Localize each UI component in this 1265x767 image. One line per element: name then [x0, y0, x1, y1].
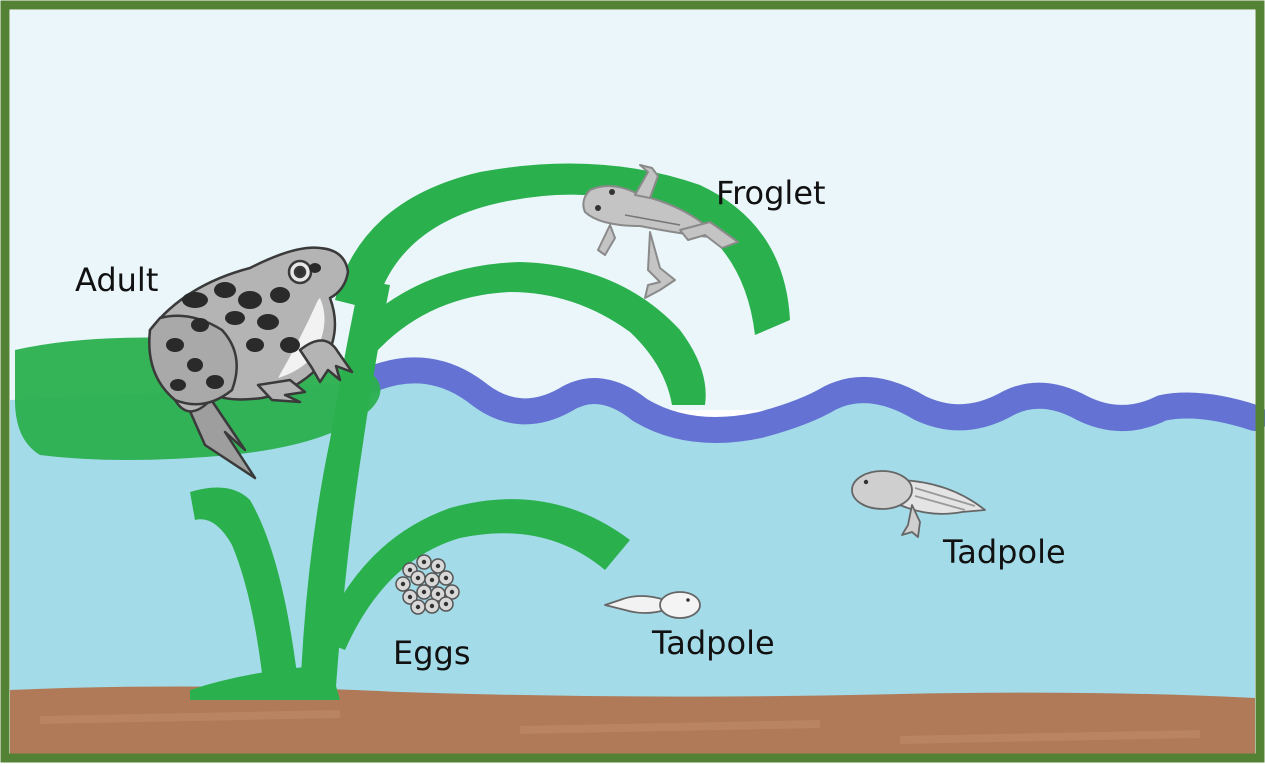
label-eggs: Eggs [393, 637, 471, 669]
label-froglet: Froglet [716, 177, 826, 209]
label-tadpole-small: Tadpole [652, 627, 775, 659]
label-tadpole-large: Tadpole [943, 536, 1066, 568]
label-adult: Adult [75, 264, 158, 296]
